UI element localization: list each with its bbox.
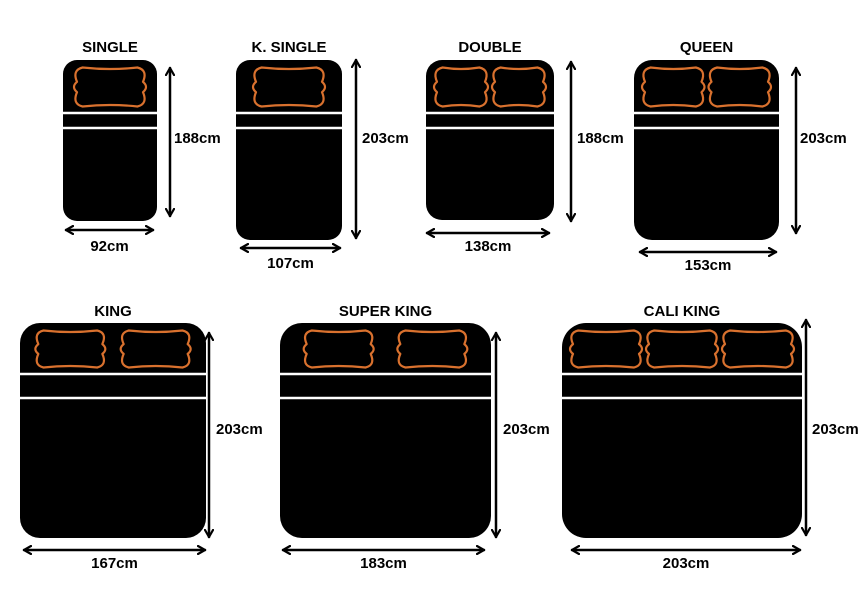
bed-title: KING bbox=[94, 303, 132, 320]
bed-super-king: SUPER KING 203cm 183cm bbox=[280, 303, 550, 572]
pillow bbox=[490, 66, 548, 108]
width-label: 153cm bbox=[685, 257, 732, 274]
width-label: 203cm bbox=[663, 555, 710, 572]
pillow bbox=[644, 329, 720, 369]
pillow bbox=[396, 329, 469, 369]
length-label: 203cm bbox=[812, 421, 859, 438]
length-label: 188cm bbox=[174, 130, 221, 147]
bed-king: KING 203cm 167cm bbox=[20, 303, 263, 572]
pillow bbox=[251, 66, 327, 108]
bed-double: DOUBLE 188cm 138cm bbox=[425, 39, 624, 255]
bed-k-single: K. SINGLE 203cm 107cm bbox=[236, 39, 409, 272]
mattress bbox=[634, 60, 779, 240]
mattress bbox=[562, 323, 802, 538]
bed-cali-king: CALI KING 203cm 203cm bbox=[562, 303, 859, 572]
mattress bbox=[426, 60, 554, 220]
width-label: 167cm bbox=[91, 555, 138, 572]
bed-title: CALI KING bbox=[644, 303, 721, 320]
pillow bbox=[707, 66, 773, 108]
length-label: 203cm bbox=[503, 421, 550, 438]
bed-title: K. SINGLE bbox=[251, 39, 326, 56]
mattress bbox=[280, 323, 491, 538]
pillow bbox=[34, 329, 107, 369]
mattress bbox=[20, 323, 206, 538]
bed-title: SUPER KING bbox=[339, 303, 432, 320]
width-label: 138cm bbox=[465, 238, 512, 255]
pillow bbox=[568, 329, 644, 369]
width-label: 92cm bbox=[90, 238, 128, 255]
width-label: 107cm bbox=[267, 255, 314, 272]
length-label: 203cm bbox=[800, 130, 847, 147]
mattress bbox=[236, 60, 342, 240]
bed-title: DOUBLE bbox=[458, 39, 521, 56]
pillow bbox=[640, 66, 706, 108]
bed-queen: QUEEN 203cm 153cm bbox=[634, 39, 847, 274]
pillow bbox=[72, 66, 148, 108]
pillow bbox=[720, 329, 796, 369]
pillow bbox=[432, 66, 490, 108]
length-label: 203cm bbox=[362, 130, 409, 147]
bed-single: SINGLE 188cm 92cm bbox=[63, 39, 221, 255]
bed-title: SINGLE bbox=[82, 39, 138, 56]
pillow bbox=[302, 329, 375, 369]
width-label: 183cm bbox=[360, 555, 407, 572]
mattress bbox=[63, 60, 157, 221]
pillow bbox=[119, 329, 192, 369]
length-label: 203cm bbox=[216, 421, 263, 438]
length-label: 188cm bbox=[577, 130, 624, 147]
bed-title: QUEEN bbox=[680, 39, 733, 56]
